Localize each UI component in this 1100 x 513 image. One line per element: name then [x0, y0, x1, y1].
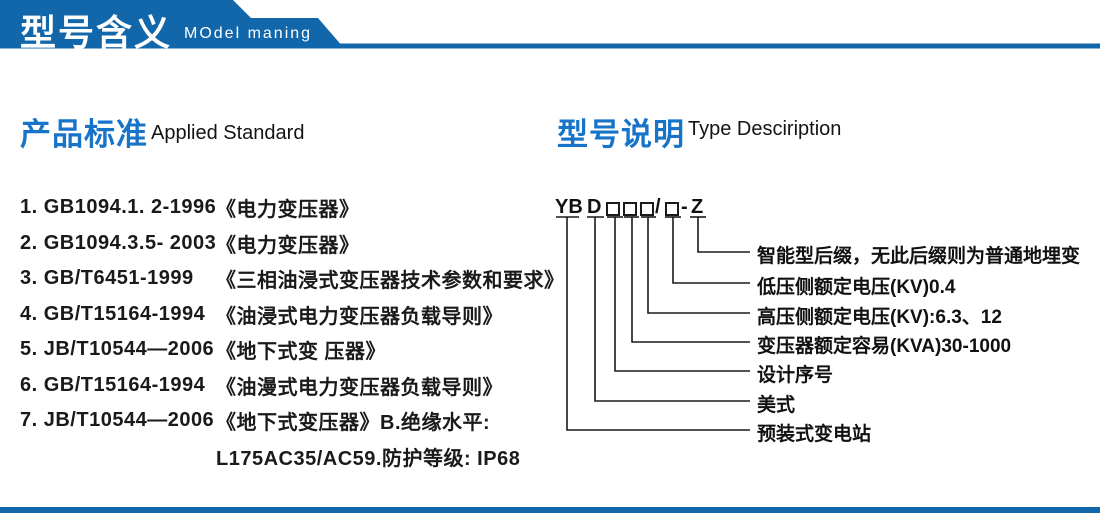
model-code-box-3: [640, 202, 654, 216]
model-code-label-american-style: 美式: [757, 395, 796, 416]
banner-subtitle: MOdel maning: [184, 25, 313, 42]
standard-title: 《地下式变 压器》: [216, 341, 387, 364]
model-code-label-hv-voltage: 高压侧额定电压(KV):6.3、12: [757, 307, 1002, 328]
standard-title: 《油漫式电力变压器负载导则》: [216, 376, 503, 399]
standard-code: 4. GB/T15164-1994: [20, 302, 206, 325]
standard-item: 3. GB/T6451-1999 《三相油浸式变压器技术参数和要求》: [20, 261, 565, 297]
model-code-box-1: [606, 202, 620, 216]
model-code-label-rated-capacity: 变压器额定容易(KVA)30-1000: [757, 336, 1012, 357]
model-code-box-2: [623, 202, 637, 216]
standard-item: 1. GB1094.1. 2-1996 《电力变压器》: [20, 190, 565, 226]
banner-title: 型号含义: [20, 12, 173, 53]
model-code-group-d: D: [587, 196, 602, 218]
standard-code: 5. JB/T10544—2006: [20, 338, 215, 361]
left-section-heading: 产品标准: [20, 117, 148, 152]
standard-title: 《油浸式电力变压器负载导则》: [216, 305, 503, 328]
standard-code: 3. GB/T6451-1999: [20, 267, 194, 290]
standard-item: L175AC35/AC59.防护等级: IP68: [20, 439, 565, 475]
standard-code: 7. JB/T10544—2006: [20, 409, 215, 432]
bottom-rule: [0, 507, 1100, 513]
standard-title: 《电力变压器》: [216, 199, 360, 222]
standard-item: 4. GB/T15164-1994 《油浸式电力变压器负载导则》: [20, 297, 565, 333]
model-code-label-lv-voltage: 低压侧额定电压(KV)0.4: [757, 277, 956, 298]
standard-item: 7. JB/T10544—2006 《地下式变压器》B.绝缘水平:: [20, 403, 565, 439]
standard-title: L175AC35/AC59.防护等级: IP68: [216, 447, 521, 470]
standard-code: 6. GB/T15164-1994: [20, 373, 206, 396]
standard-code: 2. GB1094.3.5- 2003: [20, 231, 217, 254]
standard-title: 《地下式变压器》B.绝缘水平:: [216, 412, 491, 435]
model-code-box-4: [665, 202, 679, 216]
model-code-dash: -: [681, 196, 688, 218]
standard-item: 5. JB/T10544—2006 《地下式变 压器》: [20, 332, 565, 368]
model-code-slash: /: [655, 196, 661, 218]
standard-title: 《电力变压器》: [216, 234, 360, 257]
left-section-heading-en: Applied Standard: [151, 122, 305, 144]
model-code-label-smart-suffix: 智能型后缀，无此后缀则为普通地埋变: [757, 246, 1081, 267]
model-code-suffix-z: Z: [691, 196, 704, 218]
standards-list: 1. GB1094.1. 2-1996 《电力变压器》 2. GB1094.3.…: [20, 190, 565, 474]
model-code-group-yb: YB: [555, 196, 583, 218]
standard-title: 《三相油浸式变压器技术参数和要求》: [216, 270, 565, 293]
standard-item: 2. GB1094.3.5- 2003 《电力变压器》: [20, 226, 565, 262]
model-code-label-prefab-substation: 预装式变电站: [757, 424, 872, 445]
standard-code: 1. GB1094.1. 2-1996: [20, 196, 217, 219]
banner-ribbon-shape: [0, 0, 1100, 49]
model-code-label-design-number: 设计序号: [757, 365, 834, 386]
right-section-heading: 型号说明: [557, 117, 685, 152]
standard-item: 6. GB/T15164-1994 《油漫式电力变压器负载导则》: [20, 368, 565, 404]
banner-ribbon: [0, 0, 1100, 49]
right-section-heading-en: Type Desciription: [688, 118, 842, 140]
